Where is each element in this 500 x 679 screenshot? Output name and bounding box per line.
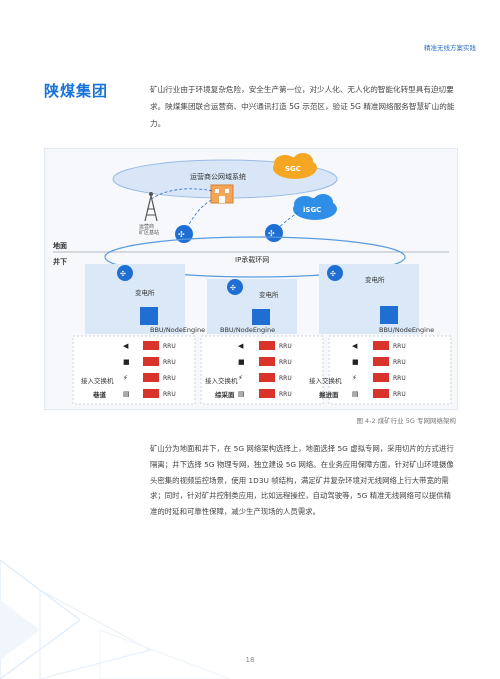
building-icon bbox=[210, 184, 234, 204]
router-small-icon: ▤ bbox=[352, 390, 359, 398]
base-station-label: 运营商 bbox=[139, 223, 154, 230]
router-icon: ✣ bbox=[265, 224, 283, 242]
underground-label: 井下 bbox=[53, 257, 67, 266]
bbu-label: BBU/NodeEngine bbox=[220, 326, 275, 334]
page-number: 18 bbox=[245, 656, 255, 664]
decorative-triangles bbox=[0, 559, 231, 679]
svg-text:✣: ✣ bbox=[330, 270, 336, 278]
access-switch-label: 接入交换机 bbox=[205, 376, 238, 385]
rru-label: RRU bbox=[279, 359, 292, 366]
intro-paragraph: 矿山行业由于环境复杂危险，安全生产第一位，对少人化、无人化的智能化转型具有迫切要… bbox=[150, 85, 455, 128]
sgc-cloud-icon bbox=[273, 153, 317, 179]
rru-group-1 bbox=[143, 341, 159, 398]
sensor-icon: ⚡ bbox=[123, 374, 128, 382]
router-small-icon: ▤ bbox=[238, 390, 245, 398]
rru-label: RRU bbox=[393, 375, 406, 382]
speaker-icon: ◀ bbox=[352, 342, 358, 350]
terminal-icons-2: ◀ ■ ⚡ ▤ bbox=[238, 342, 245, 398]
body-paragraph: 矿山分为地面和井下，在 5G 网络架构选择上，地面选择 5G 虚拟专网，采用切片… bbox=[150, 444, 454, 517]
router-icon: ✣ bbox=[327, 265, 343, 281]
rru-label: RRU bbox=[279, 375, 292, 382]
area-panel-1 bbox=[72, 335, 196, 405]
svg-text:✣: ✣ bbox=[230, 284, 236, 292]
bbu-label: BBU/NodeEngine bbox=[150, 326, 205, 334]
speaker-icon: ◀ bbox=[123, 342, 129, 350]
rru-label: RRU bbox=[279, 343, 292, 350]
access-switch-label: 接入交换机 bbox=[81, 376, 114, 385]
rru-icon bbox=[143, 357, 159, 366]
rru-label: RRU bbox=[279, 391, 292, 398]
area-panel-3 bbox=[328, 335, 452, 405]
ground-label: 地面 bbox=[53, 241, 67, 250]
ring-label: IP承载环网 bbox=[235, 255, 269, 264]
sensor-icon: ⚡ bbox=[352, 374, 357, 382]
zone-name-mining-face: 综采面 bbox=[215, 390, 235, 399]
rru-label: RRU bbox=[163, 343, 176, 350]
access-switch-label: 接入交换机 bbox=[309, 376, 342, 385]
router-icon: ✣ bbox=[117, 265, 133, 281]
rru-label: RRU bbox=[393, 343, 406, 350]
bbu-device-icon bbox=[252, 309, 270, 325]
architecture-diagram: 运营商公网域系统 SGC iSGC bbox=[53, 153, 452, 405]
camera-icon: ■ bbox=[238, 358, 245, 366]
sgc-label: SGC bbox=[285, 165, 301, 173]
bbu-device-icon bbox=[140, 307, 158, 325]
rru-label: RRU bbox=[163, 391, 176, 398]
rru-icon bbox=[143, 341, 159, 350]
cloud-label: 运营商公网域系统 bbox=[190, 172, 246, 181]
rru-label: RRU bbox=[163, 375, 176, 382]
zone-name-tunnel: 巷道 bbox=[92, 390, 107, 399]
substation-label: 变电所 bbox=[365, 275, 385, 284]
rru-icon bbox=[143, 373, 159, 382]
camera-icon: ■ bbox=[352, 358, 359, 366]
isgc-cloud-icon bbox=[293, 194, 337, 220]
svg-text:✣: ✣ bbox=[268, 229, 275, 238]
rru-label: RRU bbox=[163, 359, 176, 366]
bbu-device-icon bbox=[380, 306, 398, 324]
rru-group-3 bbox=[373, 341, 389, 398]
section-title: 陕煤集团 bbox=[44, 82, 109, 100]
sensor-icon: ⚡ bbox=[238, 374, 243, 382]
substation-zone-1 bbox=[85, 264, 185, 334]
terminal-icons-1: ◀ ■ ⚡ ▤ bbox=[123, 342, 130, 398]
speaker-icon: ◀ bbox=[238, 342, 244, 350]
svg-text:矿区基站: 矿区基站 bbox=[139, 229, 159, 236]
zone-name-heading-face: 掘进面 bbox=[319, 390, 339, 399]
terminal-icons-3: ◀ ■ ⚡ ▤ bbox=[352, 342, 359, 398]
ip-ring bbox=[104, 236, 406, 278]
svg-text:✣: ✣ bbox=[178, 230, 185, 239]
substation-label: 变电所 bbox=[259, 290, 279, 299]
bbu-label: BBU/NodeEngine bbox=[379, 326, 434, 334]
network-architecture-figure: 运营商公网域系统 SGC iSGC bbox=[44, 148, 458, 410]
substation-label: 变电所 bbox=[135, 288, 155, 297]
base-station-tower-icon bbox=[144, 192, 158, 222]
camera-icon: ■ bbox=[123, 358, 130, 366]
section-label: 精准无线方案实践 bbox=[424, 44, 476, 52]
rru-label: RRU bbox=[393, 359, 406, 366]
figure-caption: 图 4-2 煤矿行业 5G 专网网络架构 bbox=[356, 417, 456, 425]
isgc-label: iSGC bbox=[303, 206, 321, 214]
rru-icon bbox=[143, 389, 159, 398]
svg-text:✣: ✣ bbox=[120, 270, 126, 278]
rru-label: RRU bbox=[393, 391, 406, 398]
router-small-icon: ▤ bbox=[123, 390, 130, 398]
router-icon: ✣ bbox=[227, 279, 243, 295]
rru-group-2 bbox=[259, 341, 275, 398]
